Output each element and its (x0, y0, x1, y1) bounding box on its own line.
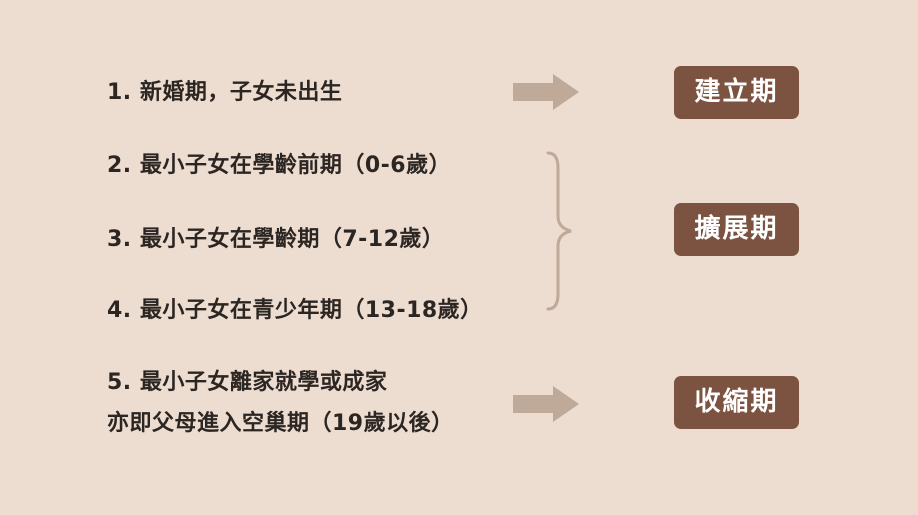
stage-5-text-line1: 5. 最小子女離家就學或成家 (107, 370, 388, 395)
arrow-right-icon (513, 386, 579, 422)
arrow-right-icon (513, 74, 579, 110)
phase-contract-badge: 收縮期 (674, 376, 799, 429)
stage-2-text: 2. 最小子女在學齡前期（0-6歲） (107, 153, 452, 178)
phase-establish-badge: 建立期 (674, 66, 799, 119)
stage-5-text-line2: 亦即父母進入空巢期（19歲以後） (107, 411, 454, 436)
phase-expand-badge: 擴展期 (674, 203, 799, 256)
stage-3-text: 3. 最小子女在學齡期（7-12歲） (107, 227, 445, 252)
stage-4-text: 4. 最小子女在青少年期（13-18歲） (107, 298, 483, 323)
curly-brace-icon (546, 151, 572, 311)
stage-1-text: 1. 新婚期，子女未出生 (107, 80, 343, 105)
